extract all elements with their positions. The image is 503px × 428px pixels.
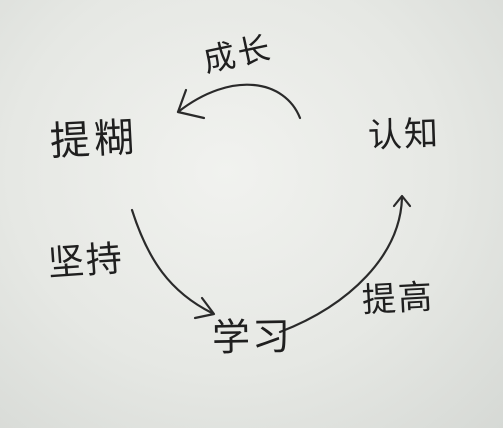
edge-label-left-bottom: 坚持 [46,238,126,285]
arrow-curve-top [176,83,302,120]
node-top-right: 认知 [367,113,441,157]
arrowhead-bottom-to-right [392,194,412,208]
arrow-curve-bottom-to-right [278,196,404,334]
arrowhead-left-to-bottom [193,296,216,320]
node-left: 提糊 [48,114,140,166]
edge-label-bottom-right: 提高 [361,277,435,321]
arrow-curve-left-to-bottom [130,208,214,315]
arrowhead-top [176,88,206,120]
node-bottom: 学习 [211,314,293,360]
